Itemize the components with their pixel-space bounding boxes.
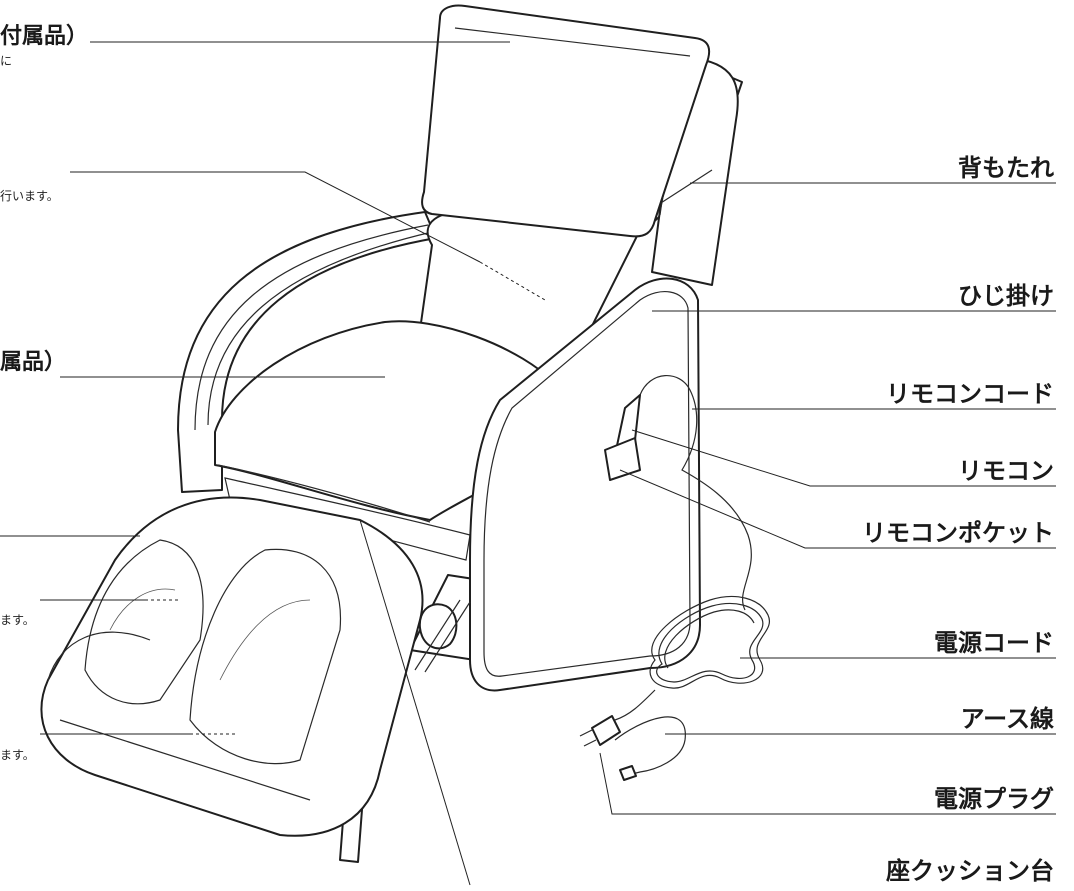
power-cord-coil xyxy=(649,595,771,689)
remote-label: リモコン xyxy=(958,457,1054,485)
plug-cord xyxy=(614,689,656,721)
back-note-partial: 行います。 xyxy=(0,189,59,203)
remote-cord-label: リモコンコード xyxy=(886,380,1054,408)
leader-power-plug xyxy=(599,752,1056,815)
headrest-label-partial: 付属品） xyxy=(0,24,89,49)
power-plug-label: 電源プラグ xyxy=(934,785,1054,813)
sole-note-partial: ます。 xyxy=(0,748,35,762)
backrest-side xyxy=(651,57,739,286)
remote-pocket xyxy=(604,437,641,481)
leader-remote-pocket xyxy=(619,469,1056,549)
leg-rest xyxy=(40,496,424,837)
headrest-note-partial: に xyxy=(0,54,13,68)
armrest-label: ひじ掛け xyxy=(958,282,1054,310)
leader-back xyxy=(70,171,481,263)
ground-wire-label: アース線 xyxy=(960,705,1054,733)
seat-label-partial: 属品） xyxy=(0,350,67,375)
seat-cushion-base-label: 座クッション台 xyxy=(886,857,1054,885)
power-plug xyxy=(591,715,621,746)
leader-remote xyxy=(631,429,1056,487)
remote-cord xyxy=(639,375,752,611)
backrest-label: 背もたれ xyxy=(958,154,1054,182)
headrest-pillow xyxy=(421,4,711,238)
calf-note-partial: ます。 xyxy=(0,613,35,627)
leg-rest-knob xyxy=(418,603,458,650)
right-armrest xyxy=(469,277,701,692)
remote-pocket-label: リモコンポケット xyxy=(862,519,1054,547)
ground-wire xyxy=(614,716,686,776)
leader-seat-cushion-base xyxy=(359,519,471,886)
power-cord-label: 電源コード xyxy=(934,629,1054,657)
